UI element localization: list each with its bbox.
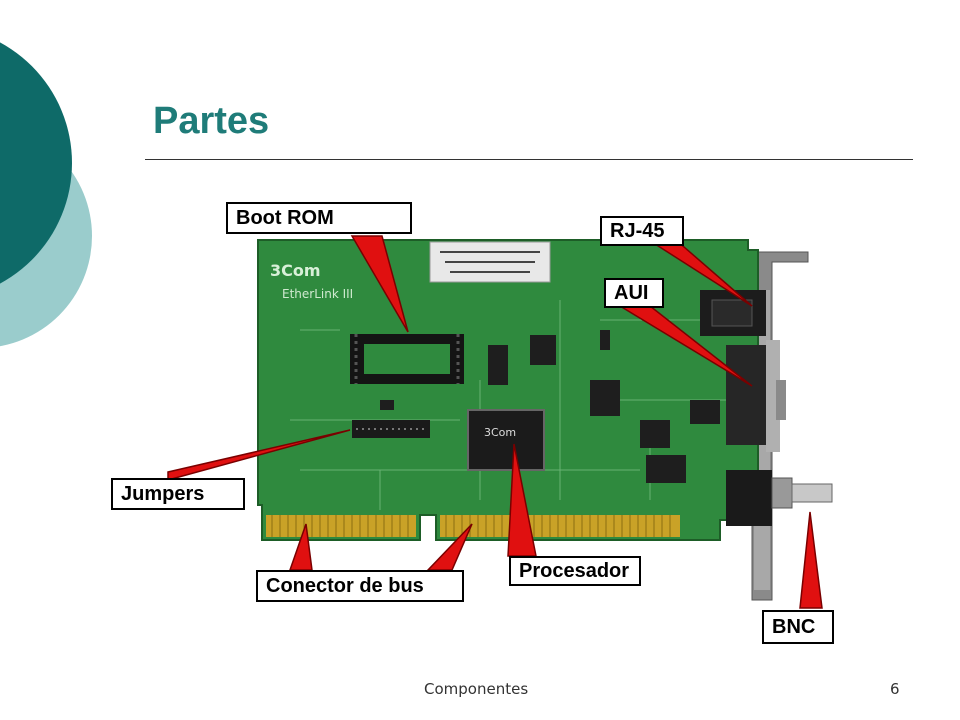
title-divider	[145, 159, 913, 160]
dark-circle	[0, 42, 72, 284]
arrow-boot-rom	[350, 235, 409, 333]
callout-jumpers: Jumpers	[111, 478, 245, 510]
circuit-board	[257, 239, 759, 541]
processor-chip: 3Com	[467, 409, 545, 471]
bnc-connector	[726, 470, 833, 526]
decorative-circles	[0, 42, 92, 347]
jumper-block	[352, 420, 430, 438]
arrow-bnc	[799, 511, 823, 609]
small-chips	[380, 330, 720, 483]
callout-processor: Procesador	[509, 556, 641, 586]
callout-bus-connector: Conector de bus	[256, 570, 464, 602]
page-number: 6	[890, 680, 900, 698]
callout-arrows	[167, 235, 823, 609]
board-model-label: EtherLink III	[282, 287, 353, 301]
aui-connector	[726, 340, 786, 452]
rj45-jack	[700, 290, 766, 336]
callout-rj45: RJ-45	[600, 216, 684, 246]
callout-bnc: BNC	[762, 610, 834, 644]
slide-title: Partes	[153, 100, 270, 142]
callout-boot-rom: Boot ROM	[226, 202, 412, 234]
serial-sticker	[429, 241, 551, 283]
footer-section-label: Componentes	[424, 680, 529, 698]
chip-brand-label: 3Com	[484, 426, 516, 439]
callout-aui: AUI	[604, 278, 664, 308]
boot-rom-socket	[350, 334, 464, 384]
arrow-jumpers	[167, 429, 351, 481]
board-brand-label: 3Com	[270, 261, 321, 280]
